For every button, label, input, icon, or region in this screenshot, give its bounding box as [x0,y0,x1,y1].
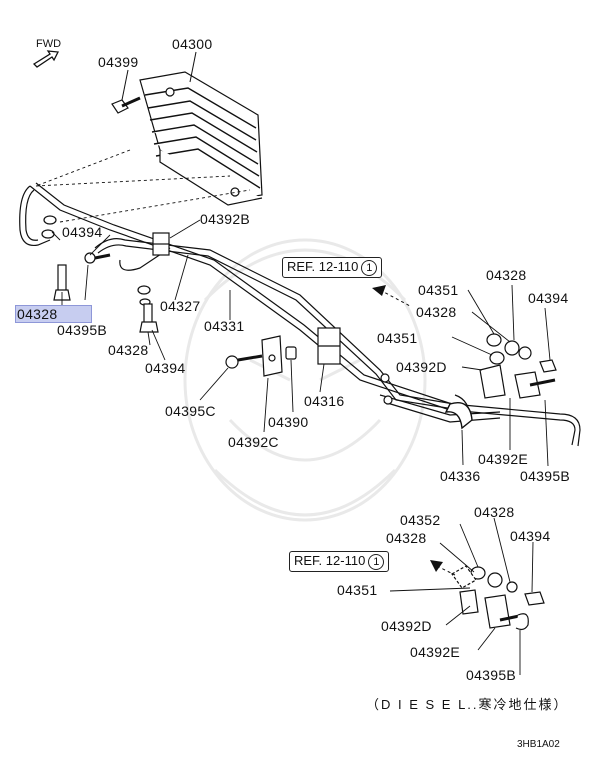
fwd-label: FWD [36,38,62,50]
part-label-04328-selected[interactable]: 04328 [15,305,93,323]
part-label-04394: 04394 [145,360,186,376]
part-label-04352: 04352 [400,512,441,528]
part-label-04395C: 04395C [165,403,216,419]
watermark [183,238,427,522]
part-label-04316: 04316 [304,393,345,409]
part-label-04300: 04300 [172,36,213,52]
part-label-04328: 04328 [108,342,149,358]
bolt-04399 [111,96,141,114]
part-label-04390: 04390 [268,414,309,430]
clamp-04392B [152,232,170,256]
part-label-04395B: 04395B [520,468,571,484]
ref-box-2-text: REF. 12-110 [294,553,366,568]
part-label-04394: 04394 [510,528,551,544]
ref-box-2-circle: 1 [368,554,385,570]
grommet-04390 [285,346,297,360]
oil-lines [19,182,581,447]
clamp-04316 [317,327,341,365]
part-label-04392E: 04392E [478,451,529,467]
part-label-04394: 04394 [528,290,569,306]
eye-bolt-04328-a [41,215,71,301]
ref-box-1-text: REF. 12-110 [287,259,359,274]
part-label-04336: 04336 [440,468,481,484]
fittings-right [380,333,557,405]
fittings-diesel [451,565,545,631]
oil-cooler [139,71,263,206]
part-label-04395B: 04395B [57,322,108,338]
variant-note: （D I E S E L..寒冷地仕様） [366,697,569,712]
part-label-04394: 04394 [62,224,103,240]
diagram-code: 3HB1A02 [517,739,560,750]
part-label-04392E: 04392E [410,644,461,660]
part-label-04331: 04331 [204,318,245,334]
part-label-04328: 04328 [474,504,515,520]
part-label-04392B: 04392B [200,211,251,227]
fwd-arrow-icon [32,50,60,68]
part-label-04351: 04351 [377,330,418,346]
bolt-04395B-a [84,252,111,264]
part-label-04395B: 04395B [466,667,517,683]
part-label-04351: 04351 [337,582,378,598]
ref-box-1-circle: 1 [361,260,378,276]
part-label-04328: 04328 [386,530,427,546]
bolt-04395C [225,354,263,369]
part-label-04399: 04399 [98,54,139,70]
bracket-04392C [261,335,283,377]
part-label-04392C: 04392C [228,434,279,450]
part-label-04327: 04327 [160,298,201,314]
hose-04336 [444,402,473,430]
eye-bolt-04328-b [137,285,159,333]
part-label-04351: 04351 [418,282,459,298]
ref-arrow-2-icon [430,560,443,572]
part-label-04392D: 04392D [381,618,432,634]
part-label-04328: 04328 [486,267,527,283]
part-label-04392D: 04392D [396,359,447,375]
part-label-04328: 04328 [416,304,457,320]
ref-arrow-1-icon [372,285,386,296]
leader-lines [51,219,551,675]
